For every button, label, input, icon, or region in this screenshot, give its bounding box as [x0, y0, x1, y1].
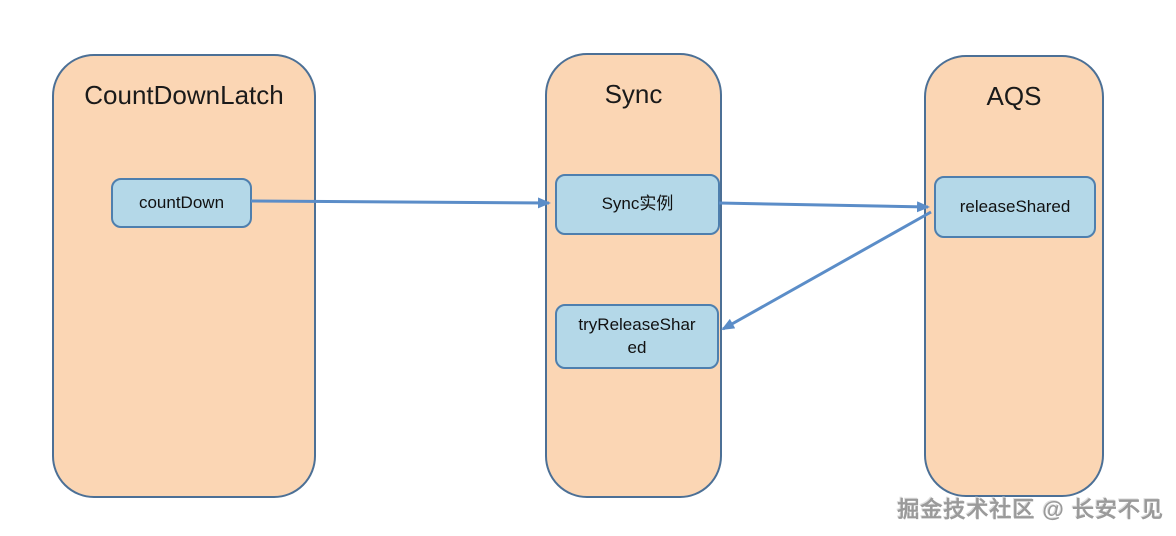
node-countdown: countDown: [111, 178, 252, 228]
container-aqs: AQS releaseShared: [924, 55, 1104, 497]
node-sync-instance: Sync实例: [555, 174, 720, 235]
container-title-aqs: AQS: [986, 81, 1042, 111]
node-tryreleaseshared: tryReleaseShar ed: [555, 304, 719, 369]
edge-syncinstance-to-releaseshared-arrow: [718, 201, 930, 213]
node-releaseshared: releaseShared: [934, 176, 1096, 238]
container-countdownlatch: CountDownLatch countDown: [52, 54, 316, 498]
watermark-text: 掘金技术社区 @ 长安不见: [897, 497, 1164, 522]
container-title-countdownlatch: CountDownLatch: [84, 80, 284, 110]
edge-releaseshared-to-tryreleaseshared-arrow: [721, 210, 932, 331]
container-sync: Sync Sync实例 tryReleaseShar ed: [545, 53, 722, 498]
container-title-sync: Sync: [604, 79, 663, 109]
